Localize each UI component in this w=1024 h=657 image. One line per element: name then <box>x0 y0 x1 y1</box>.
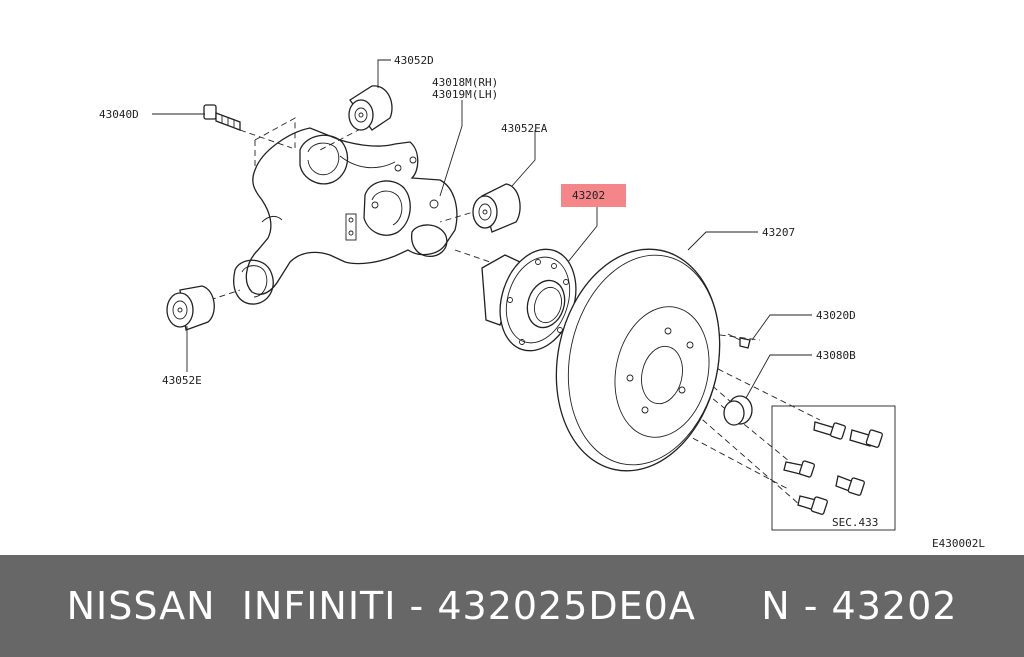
part-label-43052D[interactable]: 43052D <box>394 54 434 67</box>
hub-bolt <box>849 429 883 448</box>
cap-43080B <box>723 395 753 426</box>
exploded-view-drawing: 43052D 43018M(RH) 43019M(LH) 43040D 4305… <box>99 54 985 550</box>
hub-bolt <box>783 460 815 478</box>
bushing-43052E <box>166 285 215 331</box>
section-label-sec433[interactable]: SEC.433 <box>832 516 878 529</box>
brake-disc-43207 <box>555 248 721 472</box>
part-label-43202[interactable]: 43202 <box>572 189 605 202</box>
sec433-bolts-box <box>771 405 896 531</box>
part-number-caption: NISSAN INFINITI - 432025DE0A N - 43202 <box>66 584 958 628</box>
bolt-43040D <box>203 104 241 131</box>
part-highlight-43202 <box>561 184 626 207</box>
part-label-43018M[interactable]: 43018M(RH) <box>432 76 498 89</box>
leader-lines <box>152 59 812 399</box>
bushing-43052EA <box>472 183 521 233</box>
part-label-43019M[interactable]: 43019M(LH) <box>432 88 498 101</box>
parts-diagram: 43052D 43018M(RH) 43019M(LH) 43040D 4305… <box>99 54 986 550</box>
part-label-43020D[interactable]: 43020D <box>816 309 856 322</box>
steering-knuckle <box>233 127 458 305</box>
hub-bolt <box>797 495 828 515</box>
part-label-43052E[interactable]: 43052E <box>162 374 202 387</box>
screw-43020D <box>727 333 751 349</box>
diagram-ref-code: E430002L <box>932 537 985 550</box>
part-label-43052EA[interactable]: 43052EA <box>501 122 548 135</box>
caption-bar: NISSAN INFINITI - 432025DE0A N - 43202 <box>0 555 1024 657</box>
hub-bearing-43202 <box>481 248 577 352</box>
hub-bolt <box>813 421 846 440</box>
part-label-43040D[interactable]: 43040D <box>99 108 139 121</box>
part-label-43207[interactable]: 43207 <box>762 226 795 239</box>
bushing-43052D <box>348 85 393 131</box>
hub-bolt <box>835 475 865 496</box>
part-label-43080B[interactable]: 43080B <box>816 349 856 362</box>
